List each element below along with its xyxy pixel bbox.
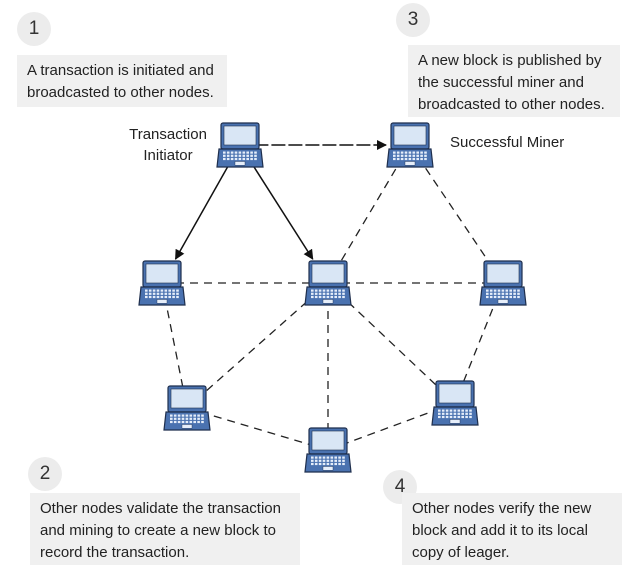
step-2-note: Other nodes validate the transaction and… xyxy=(30,493,300,565)
laptop-icon-miner xyxy=(386,122,434,168)
laptop-icon-right xyxy=(479,260,527,306)
laptop-icon-initiator xyxy=(216,122,264,168)
step-4-note: Other nodes verify the new block and add… xyxy=(402,493,622,565)
laptop-icon-lower-right xyxy=(431,380,479,426)
arrow-initiator-to-left xyxy=(174,159,233,260)
successful-miner-label: Successful Miner xyxy=(450,134,565,151)
transaction-initiator-label: Transaction Initiator xyxy=(129,126,207,164)
arrow-initiator-to-center xyxy=(248,158,314,260)
dashed-link-miner-center xyxy=(327,144,411,284)
step-1-note: A transaction is initiated and broadcast… xyxy=(17,55,227,107)
laptop-icon-left xyxy=(138,260,186,306)
step-number-3: 3 xyxy=(396,3,430,37)
laptop-icon-center xyxy=(304,260,352,306)
dashed-link-lower-left-bottom xyxy=(186,407,329,451)
step-number-2: 2 xyxy=(28,457,62,491)
laptop-icon-bottom xyxy=(304,427,352,473)
laptop-icon-lower-left xyxy=(163,385,211,431)
step-number-1: 1 xyxy=(17,12,51,46)
step-3-note: A new block is published by the successf… xyxy=(408,45,620,117)
dashed-link-center-lower-left xyxy=(186,282,329,409)
